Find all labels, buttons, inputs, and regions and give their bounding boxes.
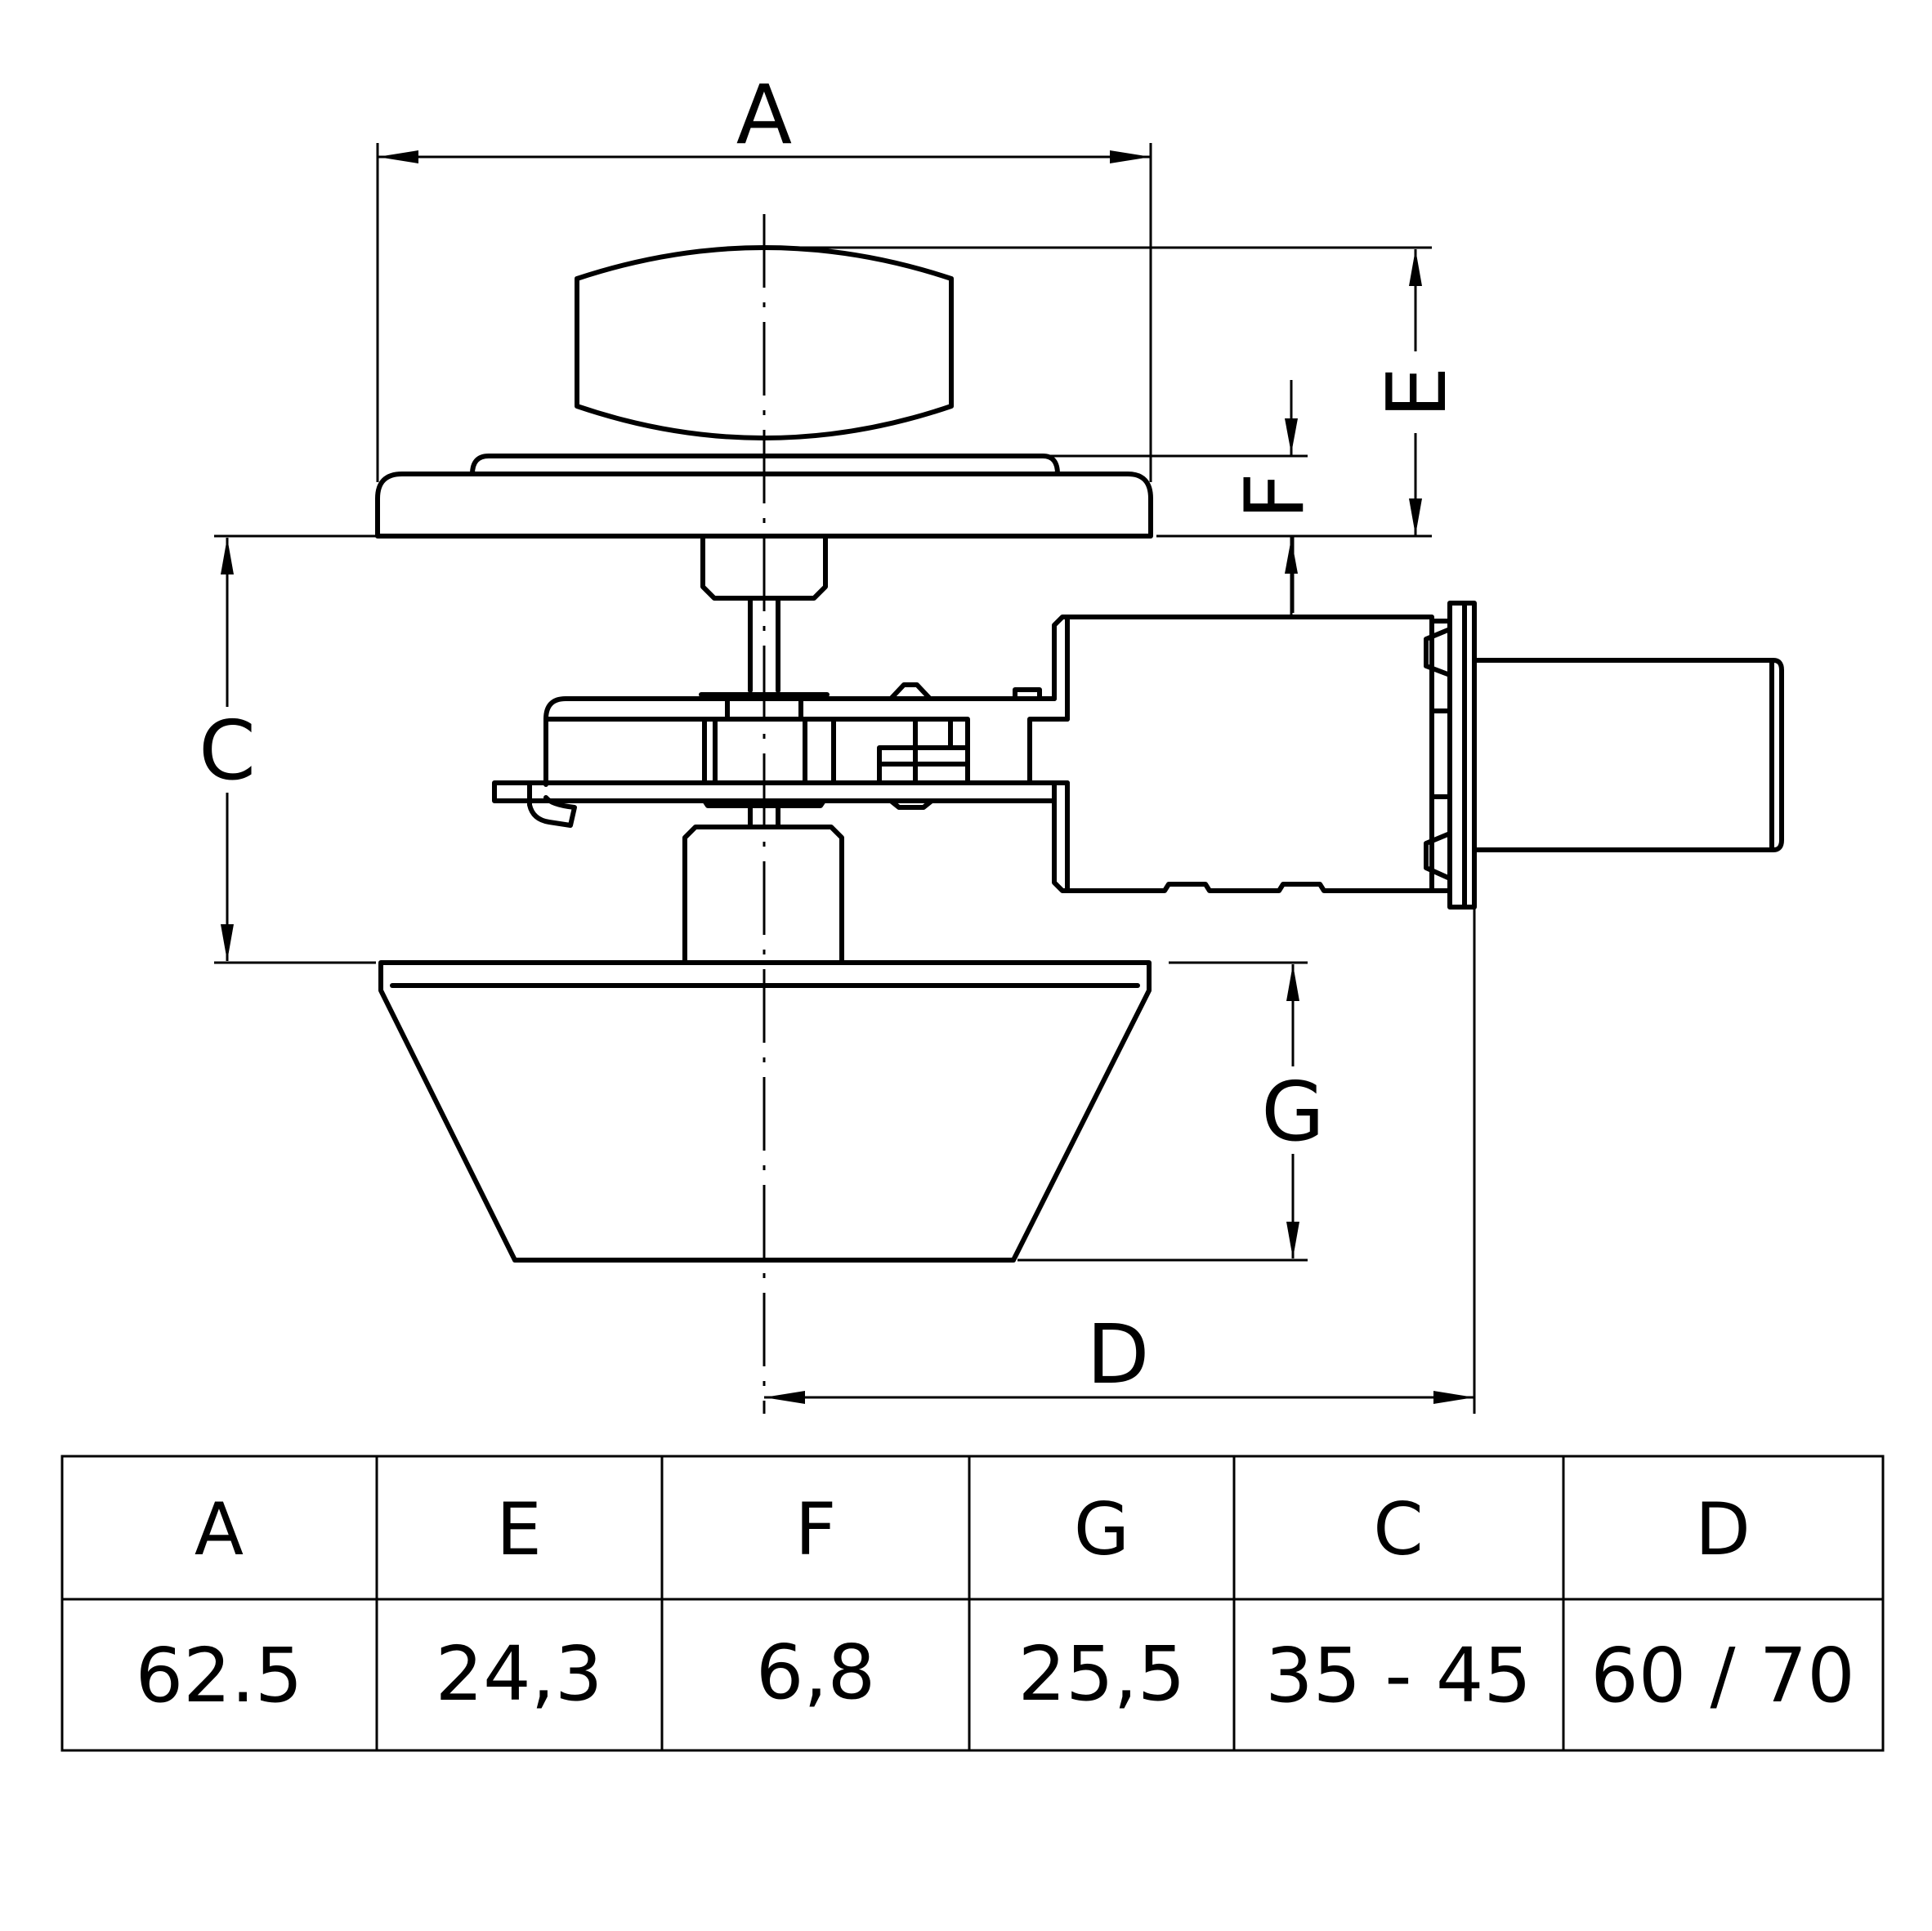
table-header-f: F — [795, 1487, 837, 1571]
bottom-rosette — [378, 960, 1152, 1263]
dimension-a: A — [378, 67, 1151, 163]
dimension-f: F — [1228, 380, 1323, 615]
table-value-d: 60 / 70 — [1590, 1632, 1855, 1719]
table-value-c: 35 - 45 — [1265, 1632, 1532, 1719]
latch-housing — [1027, 601, 1784, 910]
dimension-c: C — [199, 538, 256, 961]
table-value-a: 62.5 — [136, 1632, 303, 1719]
lock-mechanism — [492, 682, 1057, 828]
table-header-c: C — [1373, 1487, 1423, 1571]
table-header-e: E — [496, 1487, 542, 1571]
dimension-label-d: D — [1086, 1307, 1149, 1402]
dimension-label-c: C — [199, 703, 256, 798]
table-value-e: 24,3 — [436, 1630, 603, 1718]
dimension-label-g: G — [1261, 1064, 1325, 1160]
table-value-f: 6,8 — [756, 1629, 875, 1716]
spindle-upper — [700, 534, 828, 693]
thumb-turn — [575, 245, 954, 440]
table-value-g: 25,5 — [1018, 1630, 1186, 1718]
dimension-label-e: E — [1369, 366, 1465, 418]
dimension-label-f: F — [1228, 472, 1323, 520]
dimension-label-a: A — [736, 67, 792, 163]
dimension-d: D — [764, 1307, 1474, 1404]
table-header-g: G — [1074, 1487, 1129, 1571]
top-rosette — [375, 454, 1153, 539]
dimension-table: A E F G C D 62.5 24,3 6,8 25,5 35 - 45 6… — [60, 1455, 1885, 1752]
table-header-d: D — [1695, 1487, 1751, 1571]
dimension-e: E — [1369, 249, 1465, 535]
dimension-g: G — [1261, 964, 1325, 1258]
extension-lines — [214, 143, 1476, 1414]
table-header-a: A — [195, 1487, 244, 1571]
spindle-lower — [682, 803, 844, 965]
